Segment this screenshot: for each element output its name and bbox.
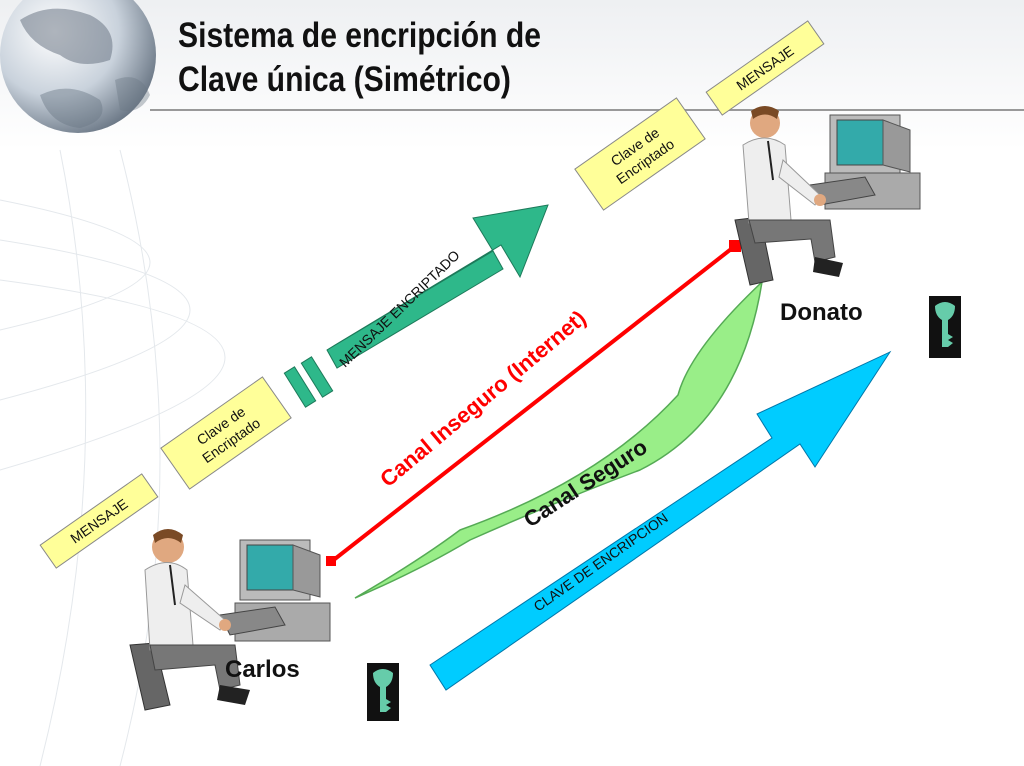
- encryption-key-arrow: [429, 350, 892, 691]
- secure-channel-label: Canal Seguro: [519, 434, 652, 532]
- sender-key-box: Clave de Encriptado: [160, 376, 292, 490]
- key-icon: [367, 663, 399, 721]
- receiver-name: Donato: [780, 299, 863, 326]
- sender-message-box: MENSAJE: [39, 473, 159, 569]
- key-icon: [929, 296, 961, 358]
- page-title-line-1: Sistema de encripción de: [178, 16, 542, 55]
- insecure-channel-label: Canal Inseguro (Internet): [375, 305, 591, 492]
- receiver-key-box: Clave de Encriptado: [574, 97, 706, 211]
- computer-user-icon: [129, 529, 331, 711]
- page-title-line-2: Clave única (Simétrico): [178, 60, 511, 99]
- encrypted-message-arrow: [283, 204, 549, 408]
- insecure-channel-line: [326, 240, 741, 566]
- encrypted-message-label: MENSAJE ENCRIPTADO: [336, 247, 463, 370]
- sender-name: Carlos: [225, 656, 300, 683]
- encryption-key-label: CLAVE DE ENCRIPCION: [531, 510, 671, 615]
- globe-icon: [0, 0, 156, 133]
- computer-user-icon: [734, 106, 921, 286]
- receiver-message-box: MENSAJE: [705, 20, 825, 116]
